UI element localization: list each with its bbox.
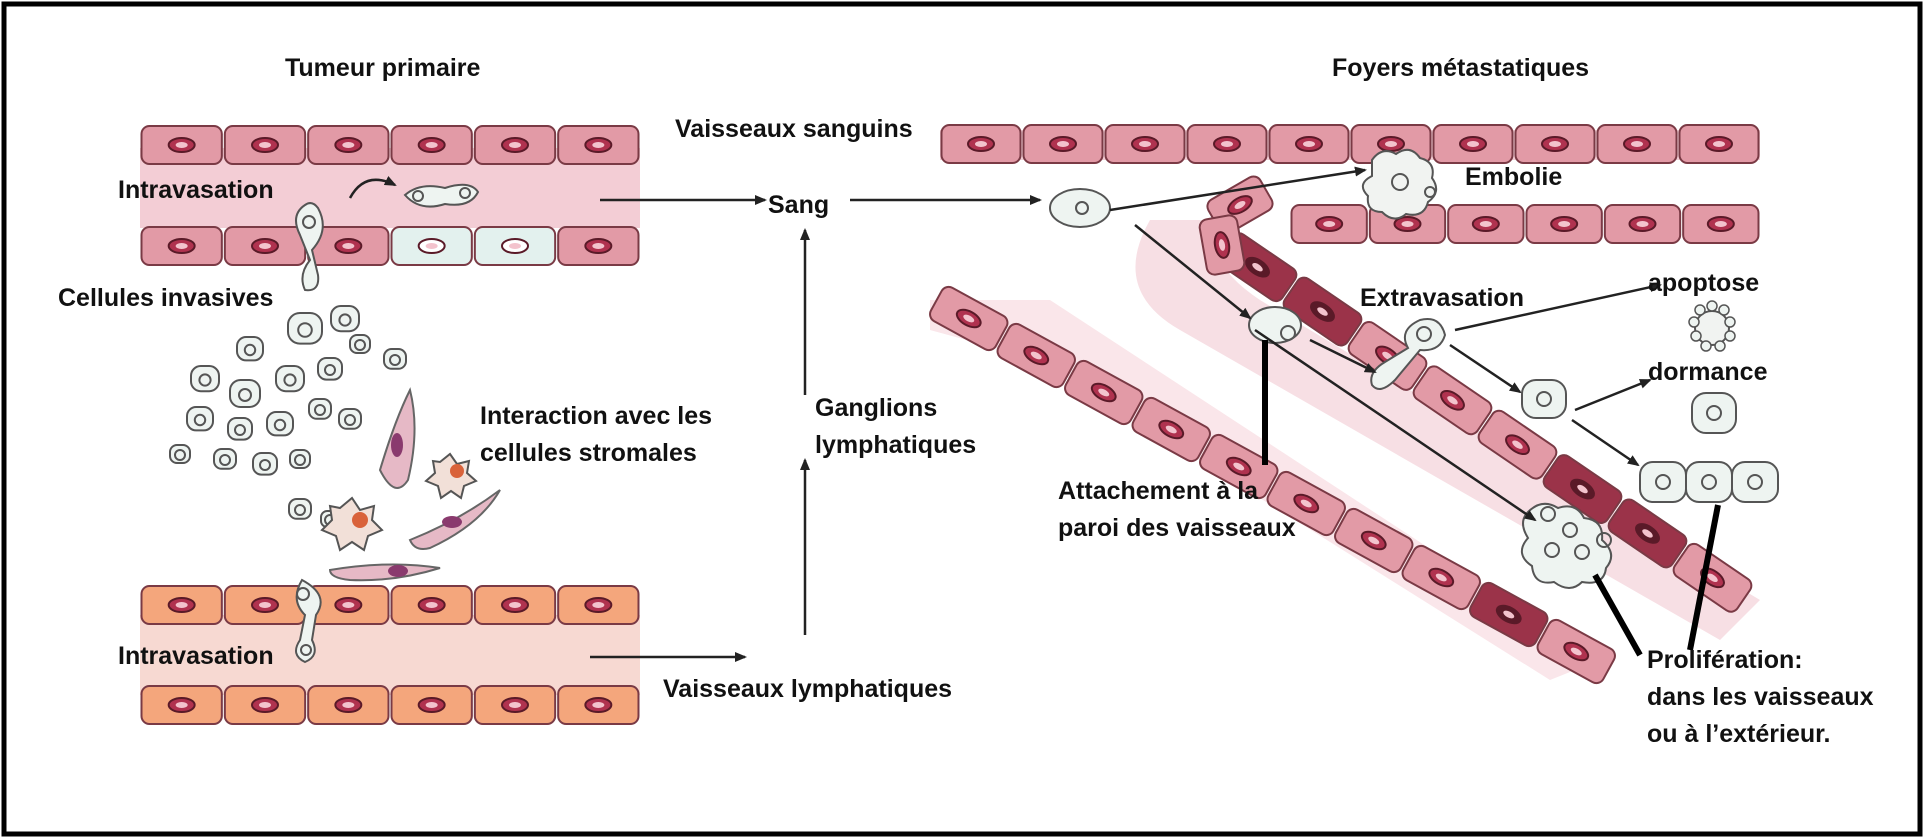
primary-tumor-cell-cluster — [170, 306, 406, 527]
proliferating-cells-outside — [1640, 462, 1778, 502]
lymphatic-endothelial-cell — [225, 686, 305, 724]
label-apoptosis: apoptose — [1648, 265, 1759, 302]
lymphatic-endothelial-cell — [558, 686, 638, 724]
tumor-cell — [187, 407, 213, 430]
endothelial-cell — [475, 126, 555, 164]
lymphatic-endothelial-cell — [308, 686, 388, 724]
apoptotic-cell — [1689, 301, 1735, 351]
extravasated-cell — [1522, 380, 1566, 418]
lymphatic-endothelial-cell — [392, 686, 472, 724]
label-attachment: Attachement à la paroi des vaisseaux — [1058, 473, 1296, 547]
dormant-cell — [1692, 393, 1736, 433]
endothelial-cell — [1292, 205, 1367, 243]
endothelial-cell — [1434, 125, 1513, 163]
tumor-cell — [290, 450, 310, 468]
label-stromal-interaction: Interaction avec les cellules stromales — [480, 398, 712, 472]
label-stromal-line1: Interaction avec les — [480, 398, 712, 435]
tumor-cell — [214, 449, 236, 469]
label-lymph-nodes-line2: lymphatiques — [815, 427, 976, 464]
tumor-cell — [276, 366, 304, 391]
endothelial-cell — [392, 227, 472, 265]
tumor-cell — [318, 358, 342, 380]
circulating-tumor-cell — [1050, 189, 1110, 227]
endothelial-cell — [1106, 125, 1185, 163]
label-dormancy: dormance — [1648, 354, 1767, 391]
label-invasive-cells: Cellules invasives — [58, 280, 273, 317]
tumor-cell — [267, 412, 293, 435]
label-attachment-line2: paroi des vaisseaux — [1058, 510, 1296, 547]
tumor-cell — [339, 409, 361, 429]
label-blood: Sang — [768, 187, 829, 224]
label-proliferation-line3: ou à l’extérieur. — [1647, 716, 1874, 753]
tumor-cell — [309, 399, 331, 419]
label-blood-vessels: Vaisseaux sanguins — [675, 111, 913, 148]
endothelial-cell — [142, 126, 222, 164]
endothelial-cell — [225, 227, 305, 265]
lymphatic-endothelial-cell — [558, 586, 638, 624]
lymphatic-endothelial-cell — [142, 586, 222, 624]
label-intravasation-top: Intravasation — [118, 172, 274, 209]
tumor-cell — [191, 366, 219, 391]
endothelial-cell — [308, 126, 388, 164]
tumor-cell — [228, 418, 252, 440]
endothelial-cell — [1680, 125, 1759, 163]
stromal-macrophage — [322, 498, 382, 550]
title-metastatic-foci: Foyers métastatiques — [1332, 50, 1589, 87]
endothelial-cell — [1188, 125, 1267, 163]
embolus-cluster — [1363, 150, 1436, 219]
endothelial-cell — [475, 227, 555, 265]
label-proliferation-line2: dans les vaisseaux — [1647, 679, 1874, 716]
label-lymph-vessels: Vaisseaux lymphatiques — [663, 671, 952, 708]
lymphatic-endothelial-cell — [475, 586, 555, 624]
label-extravasation: Extravasation — [1360, 280, 1524, 317]
lymphatic-endothelial-cell — [475, 686, 555, 724]
endothelial-cell — [1598, 125, 1677, 163]
tumor-cell — [384, 349, 406, 369]
label-intravasation-bottom: Intravasation — [118, 638, 274, 675]
tumor-cell — [331, 306, 359, 331]
endothelial-cell — [927, 284, 1010, 353]
tumor-cell — [289, 499, 311, 519]
stromal-macrophage — [426, 454, 476, 498]
endothelial-cell — [1605, 205, 1680, 243]
lymphatic-endothelial-cell — [392, 586, 472, 624]
tumor-cell — [237, 337, 263, 360]
label-stromal-line2: cellules stromales — [480, 435, 712, 472]
label-embolism: Embolie — [1465, 159, 1562, 196]
label-lymph-nodes: Ganglions lymphatiques — [815, 390, 976, 464]
endothelial-cell — [1448, 205, 1523, 243]
tumor-cell — [253, 453, 277, 475]
tumor-cell — [170, 445, 190, 463]
endothelial-cell — [142, 227, 222, 265]
endothelial-cell — [1527, 205, 1602, 243]
lymphatic-endothelial-cell — [142, 686, 222, 724]
title-primary-tumor: Tumeur primaire — [285, 50, 480, 87]
label-attachment-line1: Attachement à la — [1058, 473, 1296, 510]
lymphatic-endothelial-cell — [225, 586, 305, 624]
endothelial-cell — [225, 126, 305, 164]
tumor-cell — [230, 380, 260, 407]
endothelial-cell — [1024, 125, 1103, 163]
endothelial-cell — [942, 125, 1021, 163]
stromal-fibroblast — [330, 564, 440, 580]
label-lymph-nodes-line1: Ganglions — [815, 390, 976, 427]
endothelial-cell — [558, 227, 638, 265]
tumor-cell — [350, 335, 370, 353]
label-proliferation-line1: Prolifération: — [1647, 642, 1874, 679]
endothelial-cell — [1683, 205, 1758, 243]
tumor-cell — [288, 313, 322, 344]
endothelial-cell — [392, 126, 472, 164]
endothelial-cell — [558, 126, 638, 164]
endothelial-cell — [1516, 125, 1595, 163]
label-proliferation: Prolifération: dans les vaisseaux ou à l… — [1647, 642, 1874, 753]
endothelial-cell — [1270, 125, 1349, 163]
